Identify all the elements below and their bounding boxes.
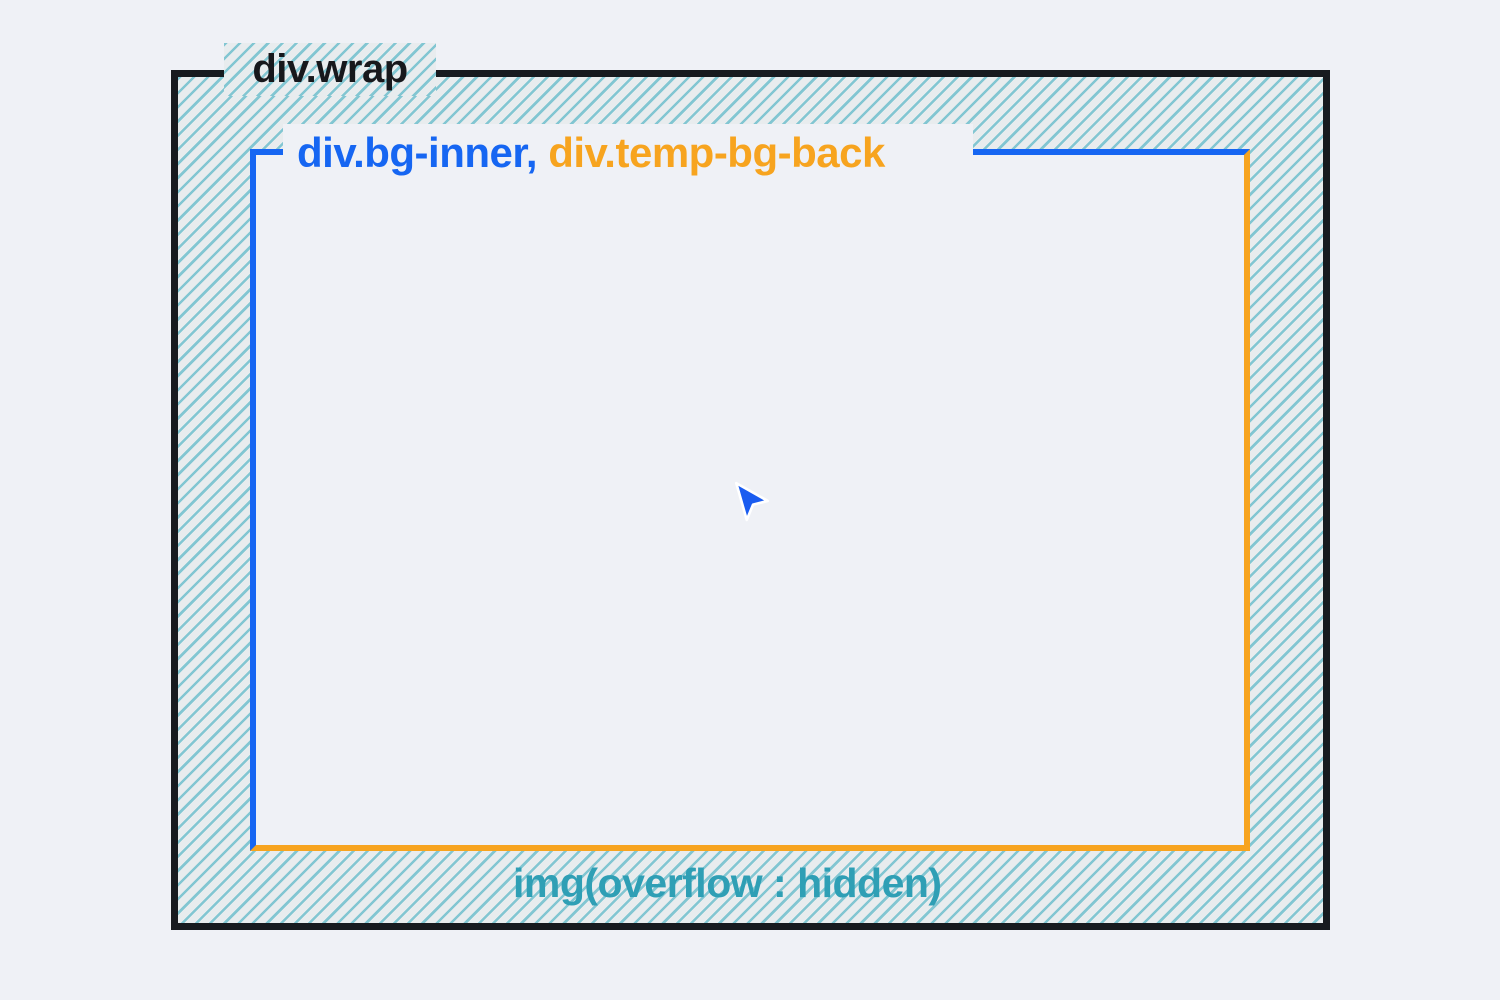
mouse-cursor-icon [734, 481, 770, 522]
overflow-label: img(overflow : hidden) [513, 860, 942, 906]
inner-label: div.bg-inner, div.temp-bg-back [283, 124, 973, 181]
inner-label-orange-text: div.temp-bg-back [548, 128, 885, 176]
wrap-label-text: div.wrap [252, 47, 408, 91]
inner-label-blue-text: div.bg-inner, [297, 128, 549, 176]
wrap-label: div.wrap [224, 43, 436, 96]
